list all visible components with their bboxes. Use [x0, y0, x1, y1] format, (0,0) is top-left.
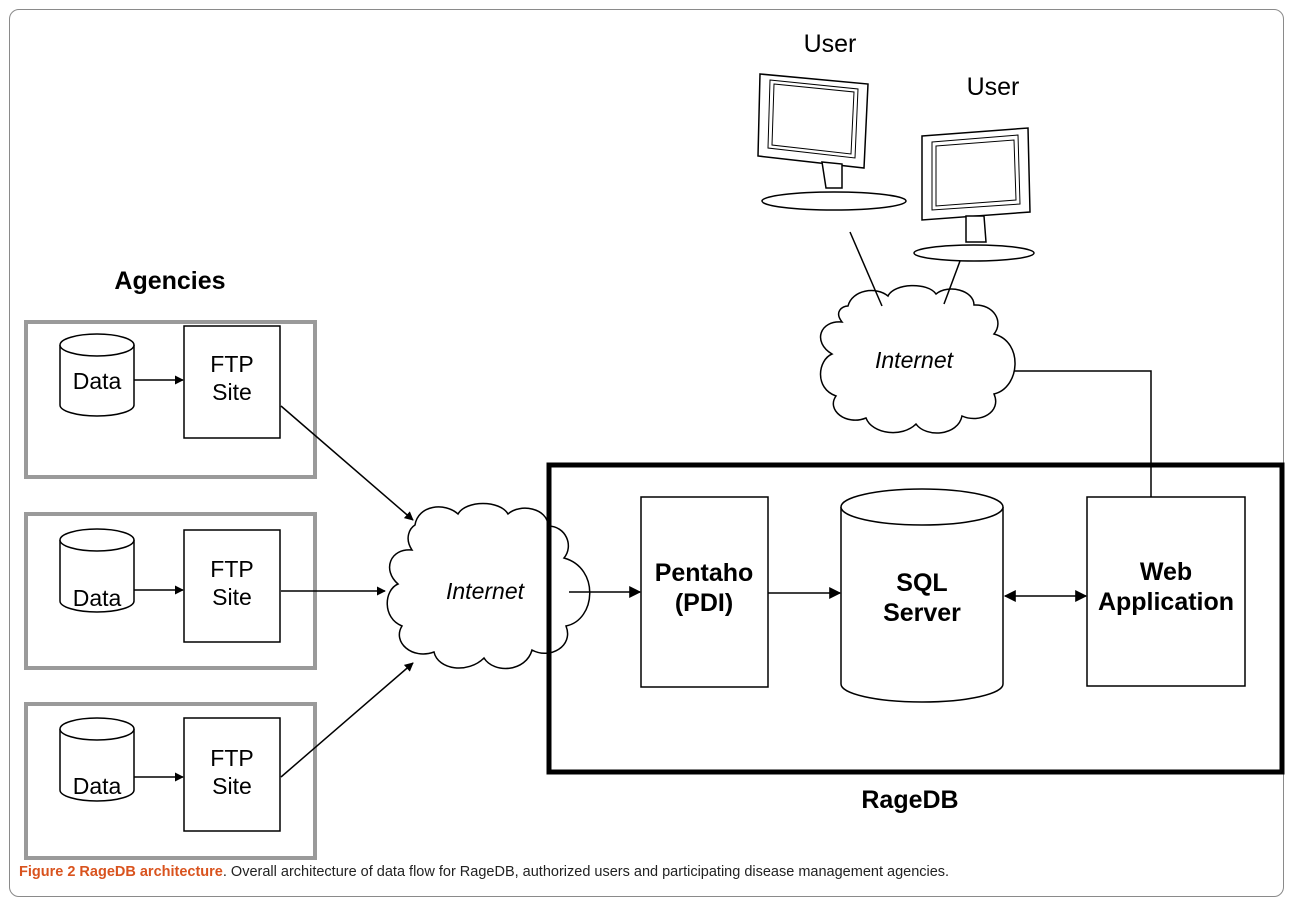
monitor-icon [913, 127, 1035, 262]
ragedb-box [546, 462, 1285, 775]
monitor-icon [757, 73, 907, 211]
ftp-label-3b: Site [212, 773, 252, 799]
arrow-ftp1-internet [280, 405, 414, 521]
sql-label-2: Server [883, 599, 961, 627]
web-label-1: Web [1140, 558, 1192, 586]
figure-caption: Figure 2 RageDB architecture. Overall ar… [19, 864, 1289, 880]
data-label-2: Data [73, 585, 122, 611]
user-label-2: User [967, 73, 1020, 101]
web-application-box [1086, 496, 1246, 687]
connector-web-internet [1014, 370, 1152, 497]
internet-cloud-left [386, 502, 591, 670]
caption-text: . Overall architecture of data flow for … [222, 864, 950, 880]
figure-label: Figure 2 RageDB architecture [19, 864, 223, 880]
ftp-site-box-3 [183, 717, 281, 832]
connector-user1-internet [849, 231, 883, 307]
ftp-label-1b: Site [212, 379, 252, 405]
agencies-title: Agencies [114, 267, 225, 295]
data-label-1: Data [73, 368, 122, 394]
data-cylinder-2 [59, 528, 135, 613]
ftp-label-3a: FTP [210, 745, 253, 771]
sql-server-cylinder [840, 488, 1004, 703]
agency-box-1: Data FTP Site [24, 320, 317, 479]
arrow-ftp3-internet [280, 662, 414, 778]
user-label-1: User [804, 30, 857, 58]
figure-frame [9, 9, 1284, 897]
agency-box-3: Data FTP Site [24, 702, 317, 860]
ftp-site-box-1 [183, 325, 281, 439]
pentaho-label-1: Pentaho [655, 559, 754, 587]
pentaho-label-2: (PDI) [675, 589, 733, 617]
ftp-label-2b: Site [212, 584, 252, 610]
ragedb-title: RageDB [861, 786, 958, 814]
pentaho-box [640, 496, 769, 688]
data-cylinder-1 [59, 333, 135, 417]
agency-box-2: Data FTP Site [24, 512, 317, 670]
ftp-label-1a: FTP [210, 351, 253, 377]
ftp-label-2a: FTP [210, 556, 253, 582]
data-label-3: Data [73, 773, 122, 799]
web-label-2: Application [1098, 588, 1234, 616]
data-cylinder-3 [59, 717, 135, 802]
internet-cloud-top [819, 284, 1016, 434]
internet-label-top: Internet [875, 347, 955, 373]
internet-label-left: Internet [446, 578, 526, 604]
sql-label-1: SQL [896, 569, 947, 597]
ftp-site-box-2 [183, 529, 281, 643]
